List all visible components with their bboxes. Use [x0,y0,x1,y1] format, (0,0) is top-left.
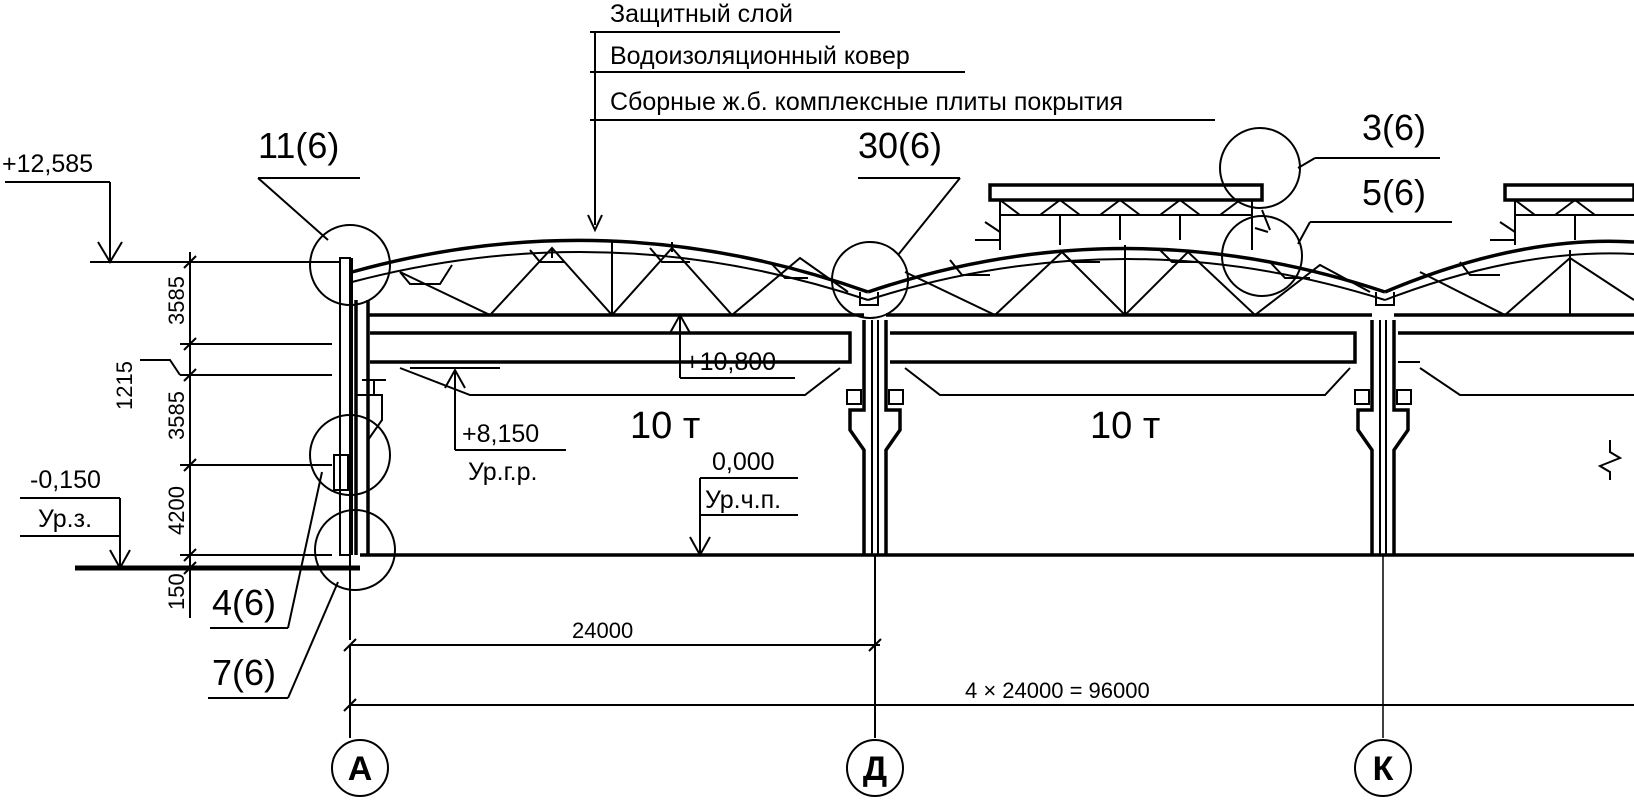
crane-load-bay2: 10 т [1090,405,1160,447]
level-rail-note: Ур.г.р. [468,458,537,486]
hdim-total-label: 4 × 24000 = 96000 [965,678,1150,703]
layer-leaders [587,31,1215,233]
lantern-1 [975,183,1264,250]
level-floor-note: Ур.ч.п. [705,486,781,514]
hdim-span-label: 24000 [572,618,633,643]
axis-k-label: К [1373,750,1394,788]
callout-4: 4(6) [212,582,276,623]
level-floor-mark [689,477,798,558]
bottom-chord-bay2 [886,313,1372,396]
left-wall [333,257,353,556]
vdim-150: 150 [164,573,189,610]
gutters [859,292,1395,306]
column-a [354,300,386,555]
level-floor-label: 0,000 [712,448,775,476]
axis-d-label: Д [863,750,887,788]
horizontal-dims [343,555,1634,738]
level-bottom-chord-label: +10,800 [685,348,776,376]
vdim-1215: 1215 [112,361,137,410]
level-rail-label: +8,150 [462,420,539,448]
bottom-chord-bay3 [1394,313,1634,396]
layer-protective-label: Защитный слой [610,0,793,28]
layer-waterproofing-label: Водоизоляционный ковер [610,42,910,70]
callout-3: 3(6) [1362,107,1426,148]
ground-line [75,553,1634,571]
vdim-4200: 4200 [164,486,189,535]
lantern-2 [1490,183,1634,245]
bottom-chord-bay1 [368,313,864,396]
truss-bay3 [1384,239,1634,317]
callout-30: 30(6) [858,125,942,166]
callout-11: 11(6) [258,125,339,166]
level-ground-label: -0,150 [30,466,101,494]
vdim-3585-top: 3585 [164,276,189,325]
vertical-dim-chain [140,252,332,618]
level-ground-mark [20,497,131,571]
callout-5: 5(6) [1362,172,1426,213]
column-k [1354,320,1412,555]
break-line [1597,440,1623,480]
crane-load-bay1: 10 т [630,405,700,447]
level-1080-mark [669,312,795,379]
level-815-mark [410,367,566,451]
level-top-label: +12,585 [2,150,93,178]
vdim-3585-mid: 3585 [164,391,189,440]
truss-bay1 [351,238,869,317]
level-top-mark [5,181,340,264]
callout-circles [309,127,1303,591]
column-d [846,320,904,555]
truss-bay2 [867,245,1386,317]
callout-7: 7(6) [212,652,276,693]
level-ground-note: Ур.з. [38,505,92,533]
axis-a-label: А [348,750,373,788]
callout-leaders [208,157,1452,699]
axis-bubbles [331,739,1412,797]
layer-slabs-label: Сборные ж.б. комплексные плиты покрытия [610,88,1123,116]
